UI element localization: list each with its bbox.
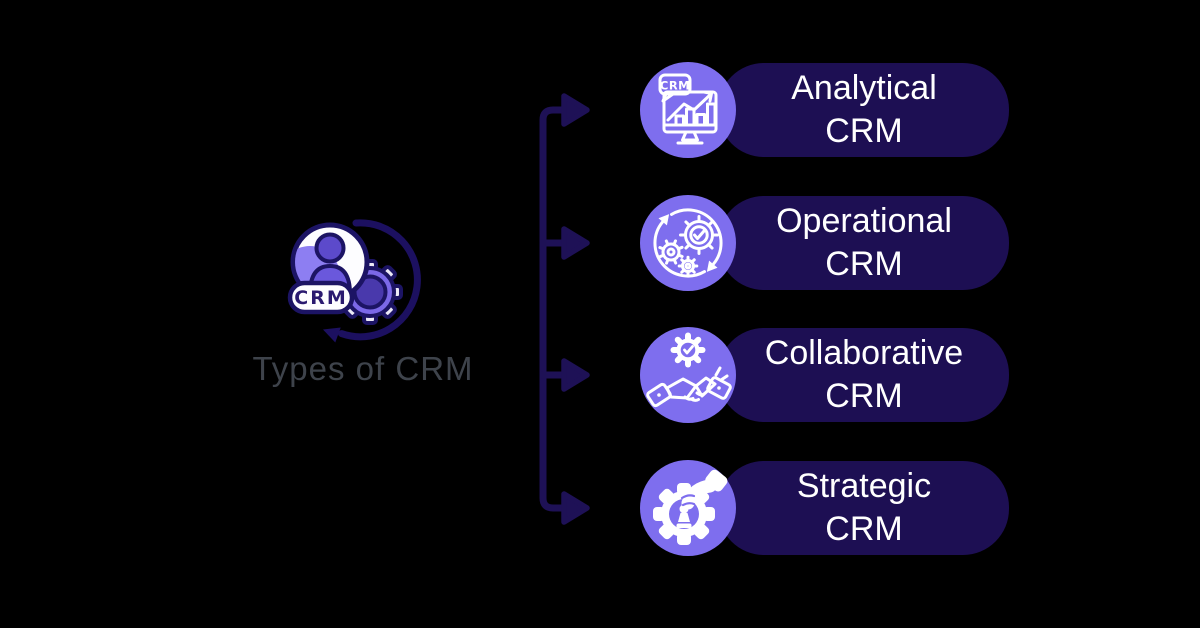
arrowhead-icon [561,93,590,127]
crm-type-item-collaborative: Collaborative CRM [640,327,1009,423]
monitor-bar-chart-icon: CRM [658,73,718,145]
hand [680,469,728,510]
crm-badge: CRM [287,280,355,315]
crm-type-item-analytical: Analytical CRM [640,62,1009,158]
connector-arrows [539,93,590,525]
diagram-title: Types of CRM [252,350,474,387]
pill-label: Operational CRM [776,202,952,283]
icon-circle [640,195,736,291]
crm-person-gear-icon: CRM [287,219,421,343]
gears-cycle-icon [653,208,723,278]
handshake [646,366,732,408]
pill-operational: Operational CRM [718,196,1009,290]
crm-type-item-operational: Operational CRM [640,195,1009,291]
pill-label: Strategic CRM [796,467,932,548]
pill-label: Analytical CRM [791,69,937,150]
arrowhead-icon [561,226,590,260]
pill-strategic: Strategic CRM [718,461,1009,555]
gear-check [670,332,706,368]
gear-check-handshake-icon [646,332,732,408]
svg-text:CRM: CRM [294,287,347,309]
hand-chess-pawn-gear-icon [653,469,728,545]
icon-circle: CRM [640,62,736,158]
icon-circle [640,460,736,556]
icon-circle [640,327,736,423]
pill-analytical: Analytical CRM [718,63,1009,157]
pill-label: Collaborative CRM [764,334,964,415]
pill-collaborative: Collaborative CRM [718,328,1009,422]
arrowhead-icon [561,491,590,525]
svg-text:CRM: CRM [660,79,690,93]
arrowhead-icon [561,358,590,392]
crm-type-item-strategic: Strategic CRM [640,460,1009,556]
